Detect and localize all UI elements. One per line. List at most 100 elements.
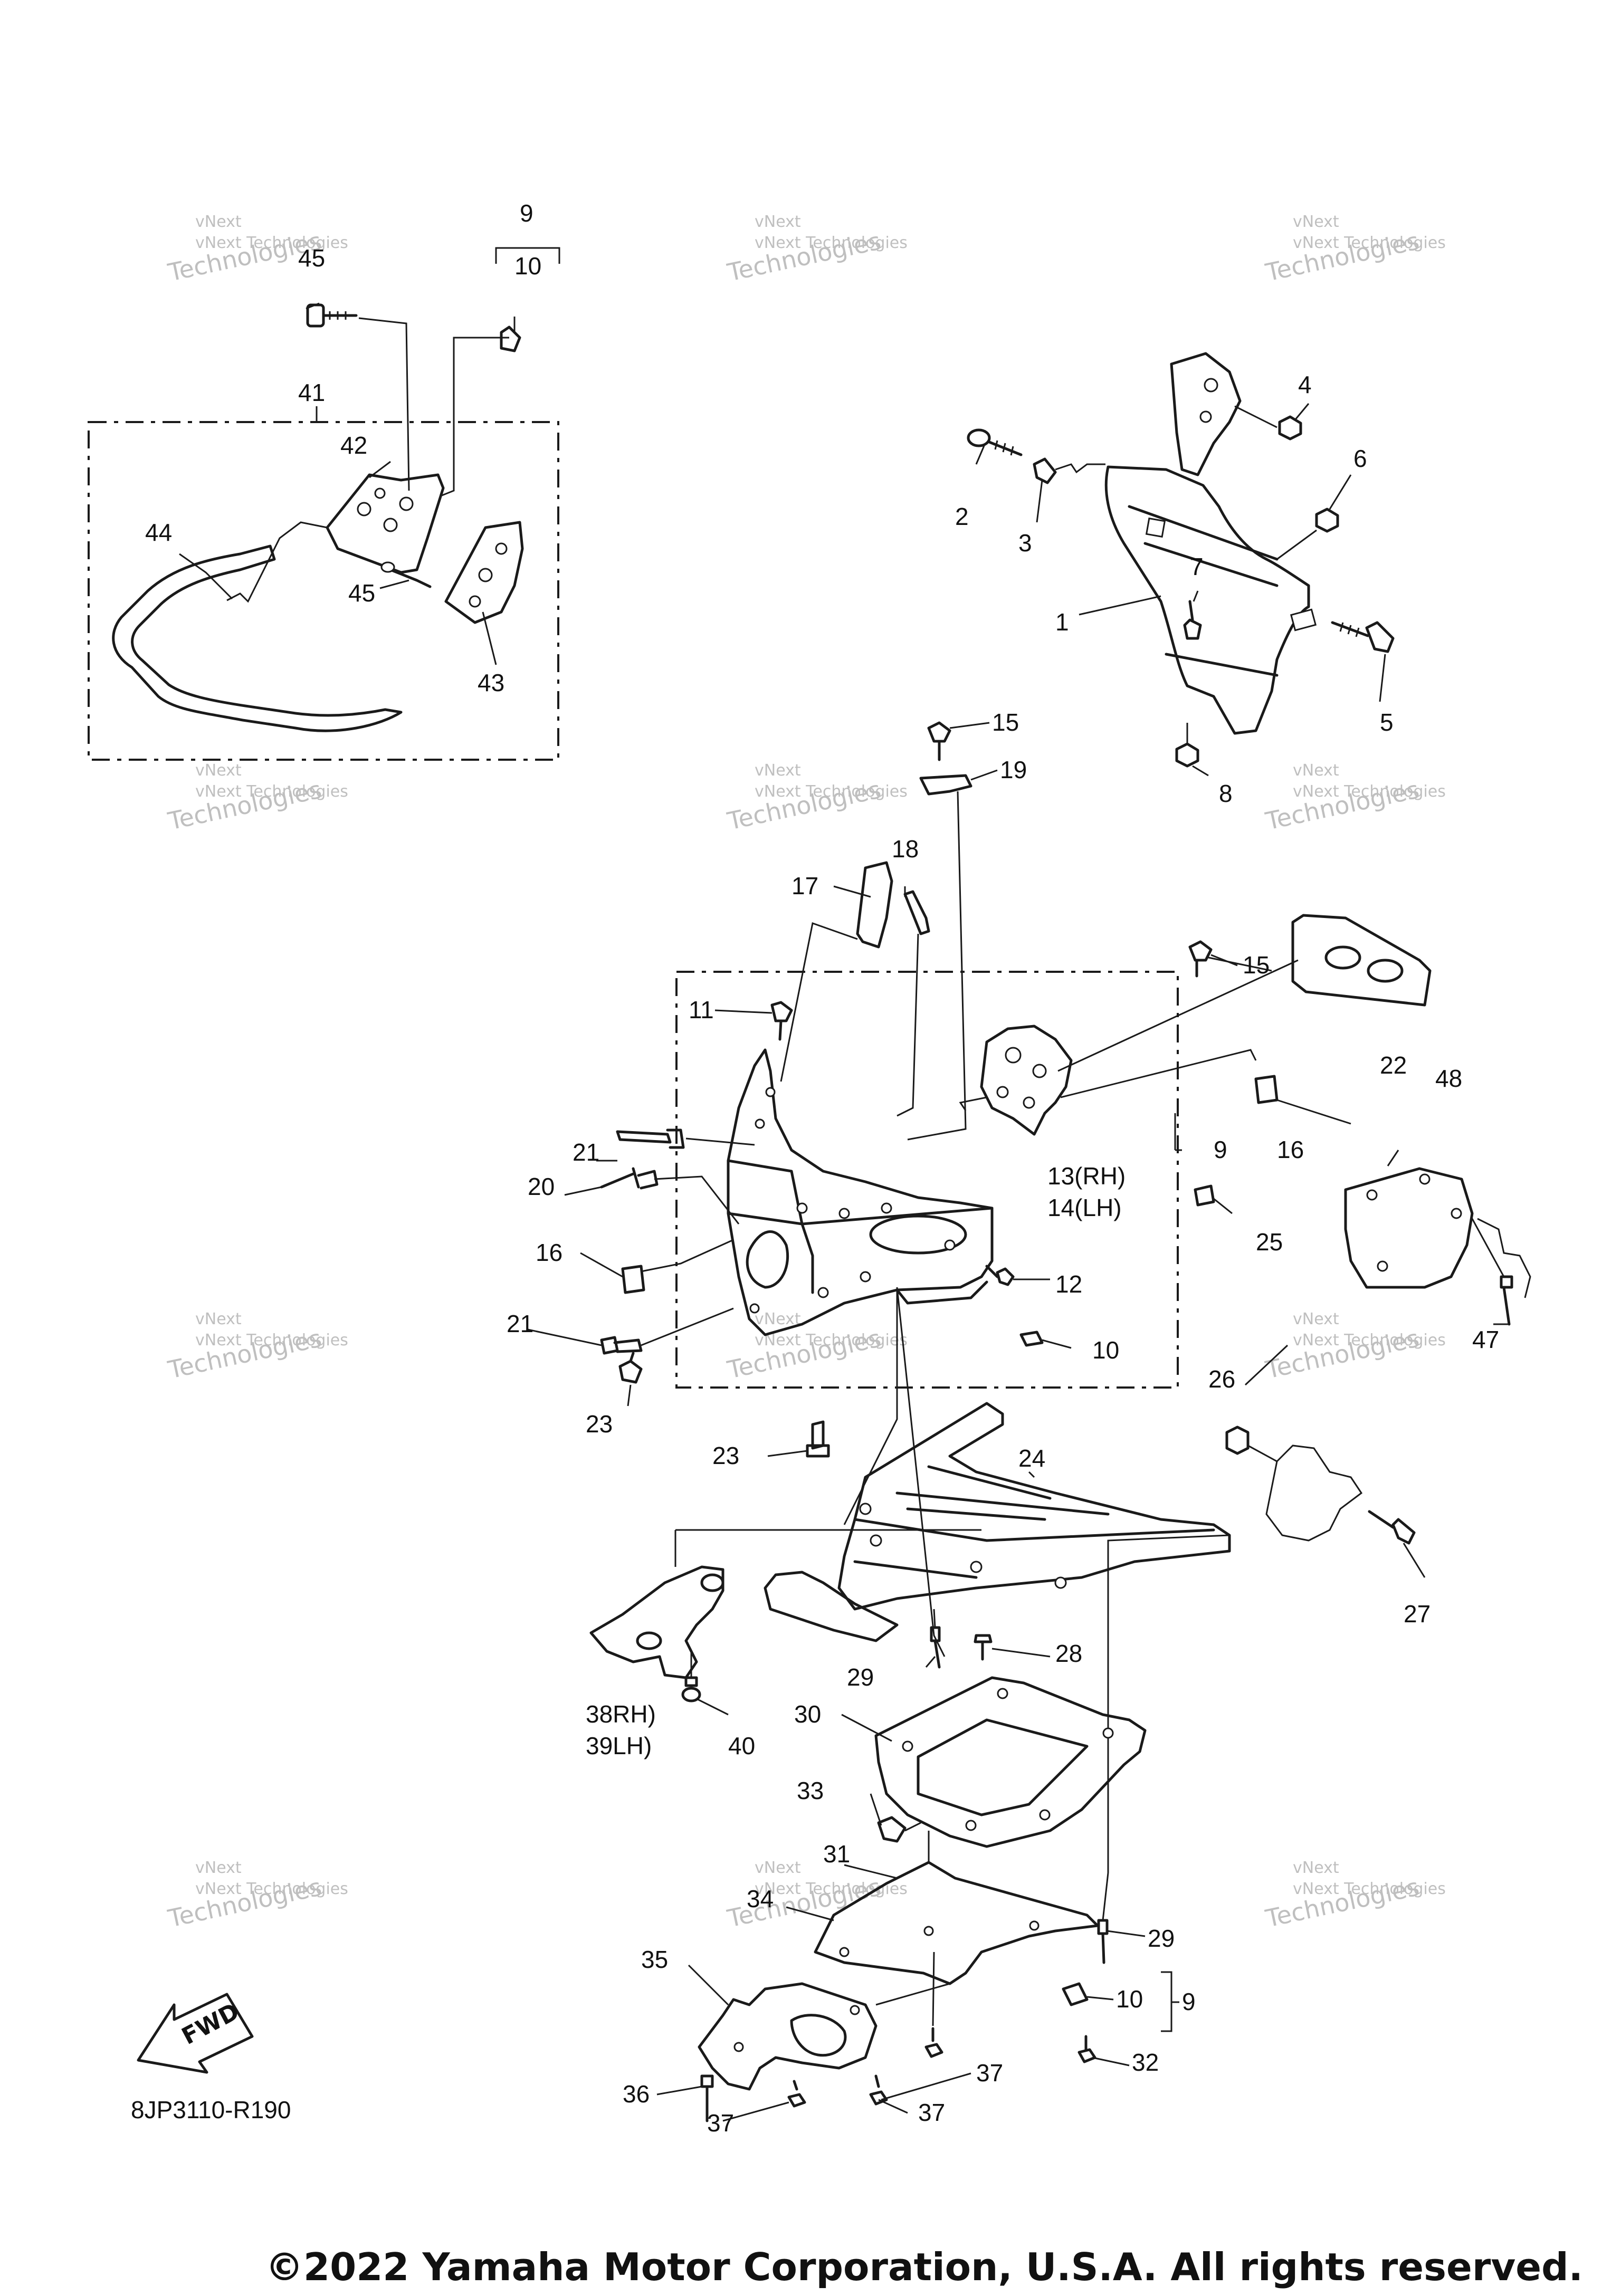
rivet-29-upper-part xyxy=(930,1626,941,1669)
side-frame-outline xyxy=(1265,1444,1363,1542)
watermark-text: vNext Technologies xyxy=(195,1880,348,1898)
watermark-text: vNext Technologies xyxy=(1293,1331,1446,1350)
callout-44: 44 xyxy=(145,519,172,546)
callout-20: 20 xyxy=(528,1173,555,1200)
rivet-29-lower-part xyxy=(1097,1919,1109,1964)
callout-29-upper: 29 xyxy=(847,1663,874,1691)
callout-41: 41 xyxy=(298,379,325,406)
front-guard-assembly xyxy=(967,352,1395,768)
bolt-20-part xyxy=(600,1167,659,1190)
nut-6-part xyxy=(1315,508,1339,533)
cover-17-part xyxy=(856,861,893,949)
callout-28: 28 xyxy=(1055,1640,1082,1667)
bolt-27-part xyxy=(1368,1510,1416,1545)
callout-34: 34 xyxy=(747,1885,774,1912)
leader-lines xyxy=(179,247,1509,2122)
callout-45-top: 45 xyxy=(298,244,325,272)
callout-38: 38RH) xyxy=(586,1700,656,1728)
callout-9-middle: 9 xyxy=(1214,1136,1227,1163)
plate-19-part xyxy=(919,774,972,796)
bolt-23-upper-part xyxy=(618,1352,643,1384)
callout-45-bottom: 45 xyxy=(348,579,375,607)
callout-10-lower: 10 xyxy=(1116,1985,1143,2013)
callout-33: 33 xyxy=(797,1777,824,1804)
watermark-text: vNext Technologies xyxy=(1293,1880,1446,1898)
bolt-23-lower-part xyxy=(806,1420,830,1458)
callout-27: 27 xyxy=(1404,1600,1431,1628)
callout-30: 30 xyxy=(794,1700,821,1728)
callout-21-top: 21 xyxy=(573,1139,599,1166)
clip-10-top-part xyxy=(500,326,521,352)
callout-6: 6 xyxy=(1353,445,1367,472)
bracket-35-part xyxy=(698,1982,878,2091)
callout-35: 35 xyxy=(641,1946,668,1973)
clip-10-middle-part xyxy=(1019,1331,1044,1347)
rivet-21-top-part xyxy=(616,1128,685,1149)
frame-bracket-13-14-part xyxy=(980,1025,1073,1136)
clip-40-part xyxy=(681,1676,701,1702)
watermark-vnext: vNext xyxy=(755,213,801,231)
callout-24: 24 xyxy=(1018,1444,1045,1472)
watermark-vnext: vNext xyxy=(195,1859,242,1877)
watermark-vnext: vNext xyxy=(755,1310,801,1328)
watermark-vnext: vNext xyxy=(195,761,242,780)
watermark-vnext: vNext xyxy=(1293,213,1339,231)
watermark-text: vNext Technologies xyxy=(755,782,908,801)
callout-4: 4 xyxy=(1298,371,1312,398)
callout-23-lower: 23 xyxy=(712,1442,739,1469)
callout-9-top: 9 xyxy=(520,199,533,227)
callout-14: 14(LH) xyxy=(1047,1194,1122,1221)
callout-48: 48 xyxy=(1435,1065,1462,1092)
bumper-tube-part xyxy=(112,544,403,732)
callout-31: 31 xyxy=(823,1840,850,1868)
screw-37-right-part xyxy=(924,2027,943,2058)
watermark-vnext: vNext xyxy=(1293,1859,1339,1877)
callout-3: 3 xyxy=(1018,529,1032,557)
side-bracket-outline xyxy=(1477,1218,1531,1298)
callout-25: 25 xyxy=(1256,1228,1283,1256)
fwd-arrow-label: FWD xyxy=(177,1998,244,2050)
guard-upper-mount-part xyxy=(1170,352,1242,476)
cover-18-part xyxy=(903,890,930,935)
callout-10-middle: 10 xyxy=(1092,1336,1119,1364)
watermark-text: vNext Technologies xyxy=(195,234,348,252)
front-bumper-assembly xyxy=(112,303,524,732)
watermark-vnext: vNext xyxy=(1293,761,1339,780)
callout-26: 26 xyxy=(1208,1365,1235,1393)
rubber-16-left-part xyxy=(621,1265,645,1294)
rivet-36-part xyxy=(700,2074,714,2122)
watermark-text: vNext Technologies xyxy=(755,234,908,252)
watermark-text: vNext Technologies xyxy=(195,1331,348,1350)
callout-47: 47 xyxy=(1472,1326,1499,1353)
nut-4-part xyxy=(1278,415,1302,441)
callout-10-top: 10 xyxy=(514,252,541,280)
screw-15-top-part xyxy=(927,721,951,761)
callout-13: 13(RH) xyxy=(1047,1162,1126,1190)
bumper-bracket-rh-part xyxy=(326,473,445,574)
rivet-47-part xyxy=(1500,1275,1513,1326)
plate-22-part xyxy=(1291,914,1432,1007)
diagram-code: 8JP3110-R190 xyxy=(131,2096,291,2123)
callout-29-lower: 29 xyxy=(1148,1925,1175,1952)
bolt-5-part xyxy=(1331,621,1395,653)
watermark-vnext: vNext xyxy=(195,213,242,231)
mount-38-39-part xyxy=(589,1565,724,1679)
callout-15-top: 15 xyxy=(992,709,1019,736)
callout-40: 40 xyxy=(728,1732,755,1759)
screw-37-center-part xyxy=(869,2074,888,2106)
watermark-text: vNext Technologies xyxy=(755,1331,908,1350)
callout-22: 22 xyxy=(1380,1051,1407,1079)
bumper-bracket-lh-part xyxy=(444,521,524,624)
watermark-vnext: vNext xyxy=(1293,1310,1339,1328)
callout-37-right: 37 xyxy=(976,2059,1003,2087)
callout-37-left: 37 xyxy=(707,2109,734,2137)
callout-12: 12 xyxy=(1055,1270,1082,1298)
callout-1: 1 xyxy=(1055,608,1069,636)
callout-5: 5 xyxy=(1380,709,1394,736)
watermark-text: vNext Technologies xyxy=(195,782,348,801)
bolt-45-part xyxy=(306,303,358,328)
callout-15-right: 15 xyxy=(1243,951,1270,979)
callout-7: 7 xyxy=(1190,553,1204,580)
callout-16-right: 16 xyxy=(1277,1136,1304,1163)
